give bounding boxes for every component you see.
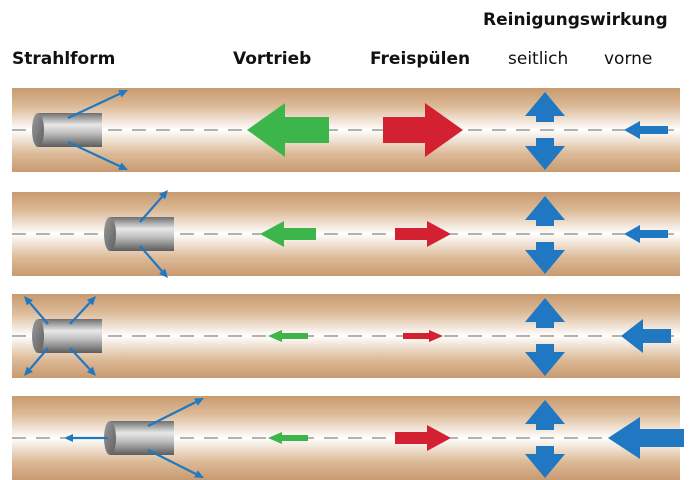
jet-head <box>159 190 168 200</box>
vorne-arrow <box>624 225 668 243</box>
jet-line <box>147 449 197 475</box>
header-strahlform: Strahlform <box>12 49 116 69</box>
nozzle-cap <box>32 113 44 147</box>
vortrieb-arrow <box>260 221 316 247</box>
jet-line <box>69 347 91 371</box>
header-reinigungswirkung: Reinigungswirkung <box>483 10 668 30</box>
nozzle-left-position-front-and-rear-jets <box>32 319 102 353</box>
vortrieb-arrow <box>247 103 329 157</box>
jet-line <box>67 92 121 119</box>
jet-line <box>29 302 49 325</box>
jet-line <box>139 245 163 272</box>
jet-arrow <box>147 398 204 427</box>
jet-arrow <box>147 449 204 478</box>
jet-arrow <box>67 141 128 170</box>
vortrieb-arrow <box>268 432 308 444</box>
seitlich-up-arrow <box>525 298 565 328</box>
jet-line <box>147 401 197 427</box>
jet-head <box>64 434 73 442</box>
vorne-arrow <box>624 121 668 139</box>
jet-arrow <box>139 190 168 223</box>
freispuelen-arrow <box>395 425 451 451</box>
jet-line <box>139 196 163 223</box>
jet-arrow <box>67 90 128 119</box>
header-freispuelen: Freispülen <box>370 49 471 69</box>
jet-line <box>69 301 91 325</box>
jet-head <box>118 90 128 98</box>
nozzle-left-position-rear-jets <box>32 113 102 147</box>
jet-arrow <box>24 296 49 325</box>
jet-head <box>86 366 96 376</box>
seitlich-down-arrow <box>525 138 565 170</box>
pipe-row <box>12 294 680 378</box>
seitlich-up-arrow <box>525 196 565 226</box>
jet-head <box>24 296 33 306</box>
jet-arrow <box>24 347 49 376</box>
nozzle-center-position-rear-jets <box>104 217 174 251</box>
jet-arrow <box>69 296 96 325</box>
nozzle-body <box>110 421 174 455</box>
vortrieb-arrow <box>268 330 308 342</box>
seitlich-down-arrow <box>525 242 565 274</box>
header-seitlich: seitlich <box>508 49 569 69</box>
jet-head <box>24 366 33 376</box>
jet-head <box>194 470 204 478</box>
jet-head <box>118 162 128 170</box>
seitlich-down-arrow <box>525 446 565 478</box>
seitlich-down-arrow <box>525 344 565 376</box>
nozzle-center-position-rear-and-front-jet <box>104 421 174 455</box>
jet-arrow <box>69 347 96 376</box>
header-vortrieb: Vortrieb <box>233 49 312 69</box>
pipe-row <box>12 88 680 172</box>
jet-line <box>67 141 121 168</box>
nozzle-cap <box>32 319 44 353</box>
jet-line <box>29 347 49 370</box>
jet-head <box>159 268 168 278</box>
jet-arrow <box>64 434 108 442</box>
nozzle-body <box>110 217 174 251</box>
jet-head <box>86 296 96 306</box>
jet-head <box>194 398 204 406</box>
nozzle-body <box>38 113 102 147</box>
seitlich-up-arrow <box>525 92 565 122</box>
nozzle-body <box>38 319 102 353</box>
vorne-arrow <box>608 417 684 459</box>
freispuelen-arrow <box>383 103 463 157</box>
header-vorne: vorne <box>604 49 653 69</box>
seitlich-up-arrow <box>525 400 565 430</box>
jet-arrow <box>139 245 168 278</box>
nozzle-cap <box>104 217 116 251</box>
freispuelen-arrow <box>395 221 451 247</box>
freispuelen-arrow <box>403 330 443 342</box>
nozzle-cap <box>104 421 116 455</box>
vorne-arrow <box>621 319 671 353</box>
